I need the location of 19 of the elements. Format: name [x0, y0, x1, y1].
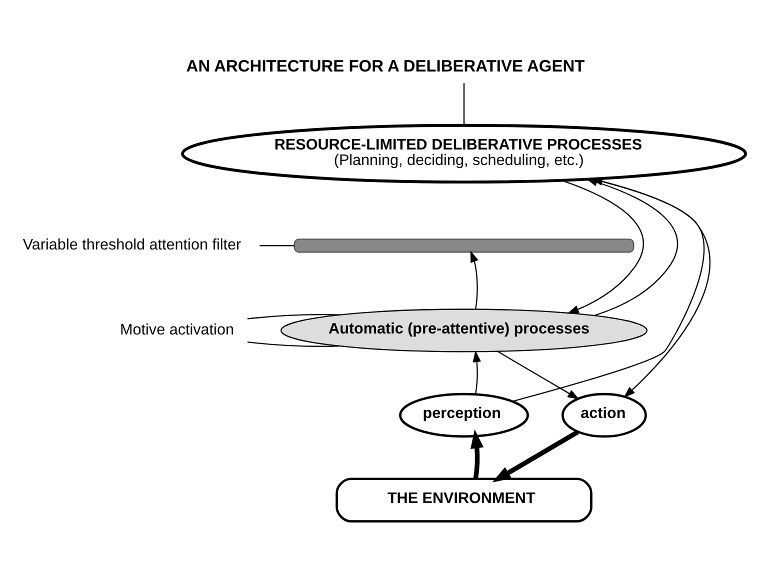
arrow [497, 350, 580, 400]
arrow [470, 250, 478, 310]
node-bar [294, 238, 634, 253]
connector [247, 314, 340, 320]
diagram-title: AN ARCHITECTURE FOR A DELIBERATIVE AGENT [186, 57, 585, 76]
connector [247, 341, 340, 347]
arrow [470, 429, 484, 479]
connector [260, 245, 294, 246]
arrow [492, 430, 580, 482]
node-ellipse: RESOURCE-LIMITED DELIBERATIVE PROCESSES (Planning, deciding, scheduling, etc.) [181, 124, 748, 184]
connector [463, 83, 465, 126]
node-ellipse: action [562, 392, 647, 438]
arrow [472, 350, 481, 394]
node-ellipse: Automatic (pre-attentive) processes [280, 308, 648, 352]
node-text: Motive activation [120, 321, 234, 338]
node-ellipse: perception [399, 392, 529, 438]
arrow [561, 180, 644, 314]
node-text: Variable threshold attention filter [22, 236, 242, 254]
node-box: THE ENVIRONMENT [336, 478, 592, 522]
